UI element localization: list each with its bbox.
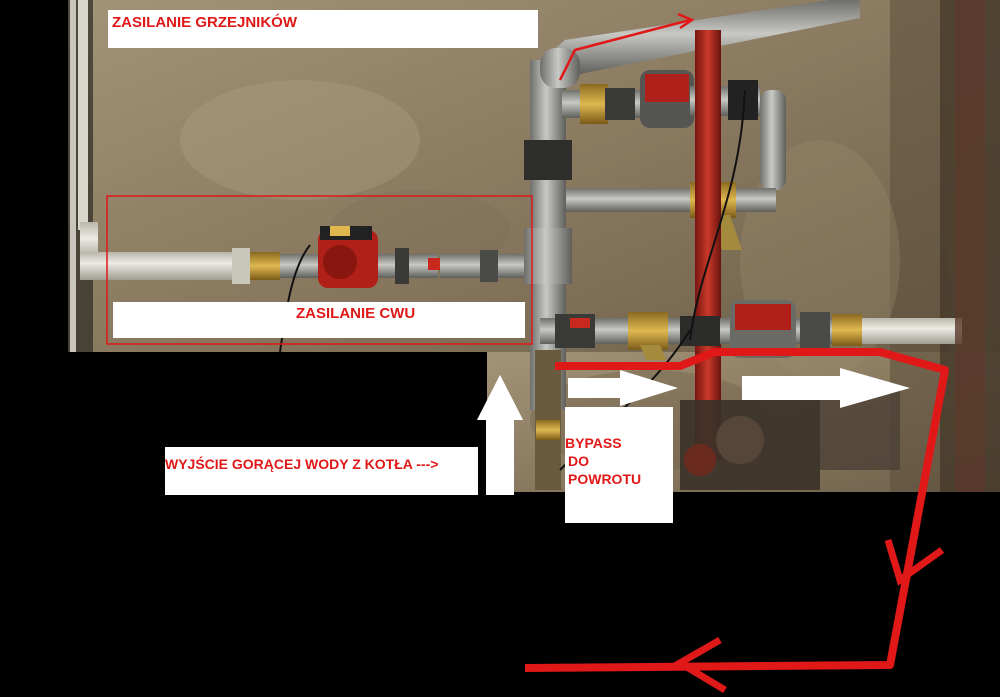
label-bypass-do-powrotu: BYPASS DO POWROTU — [565, 407, 673, 523]
label-wyjscie-goracej-wody: WYJŚCIE GORĄCEJ WODY Z KOTŁA ---> — [165, 447, 478, 495]
label-wyjscie-text: WYJŚCIE GORĄCEJ WODY Z KOTŁA ---> — [165, 456, 439, 472]
label-bypass-line1: BYPASS — [565, 435, 622, 451]
label-zasilanie-grzejnikow-text: ZASILANIE GRZEJNIKÓW — [112, 14, 298, 31]
label-zasilanie-cwu-text: ZASILANIE CWU — [296, 305, 416, 322]
label-zasilanie-grzejnikow: ZASILANIE GRZEJNIKÓW — [108, 10, 538, 48]
label-bypass-line3: POWROTU — [568, 471, 642, 487]
label-zasilanie-cwu: ZASILANIE CWU — [113, 302, 525, 338]
label-bypass-line2: DO — [568, 453, 589, 469]
